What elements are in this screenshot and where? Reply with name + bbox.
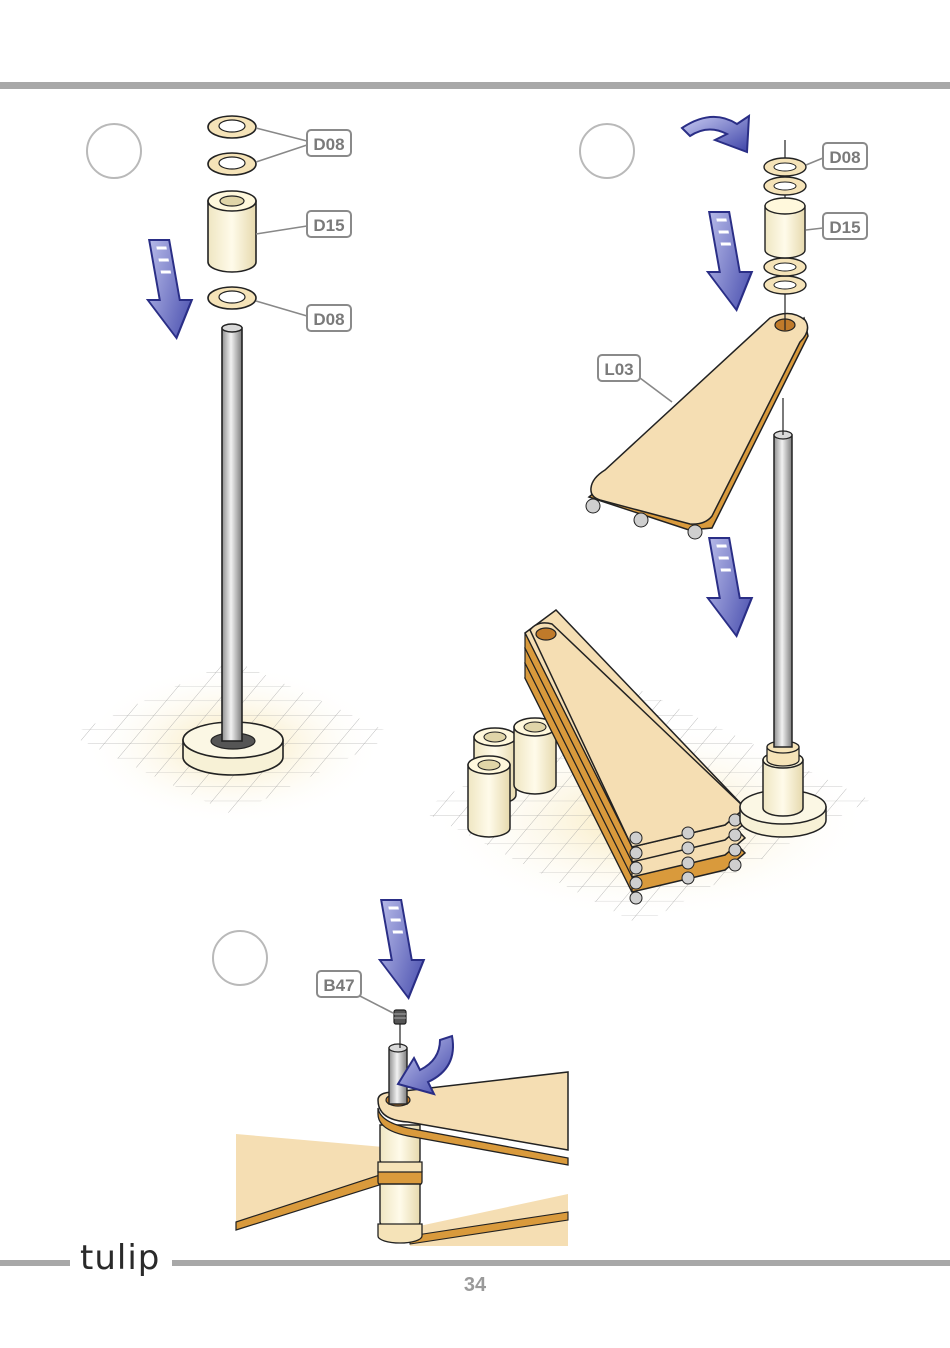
part-label-b47: B47 bbox=[317, 971, 361, 997]
svg-text:D08: D08 bbox=[313, 135, 344, 154]
part-label-l03: L03 bbox=[598, 355, 640, 381]
part-label-d08-c: D08 bbox=[823, 143, 867, 169]
arrow-down-icon bbox=[369, 900, 430, 998]
bottom-rule-left bbox=[0, 1260, 70, 1266]
step-2-exploded-stack bbox=[764, 140, 806, 330]
svg-text:D15: D15 bbox=[829, 218, 860, 237]
svg-text:D08: D08 bbox=[313, 310, 344, 329]
step-1-number-circle bbox=[87, 124, 141, 178]
step-1-washer-lower bbox=[208, 287, 256, 309]
spare-spacer-2 bbox=[514, 718, 556, 794]
svg-text:L03: L03 bbox=[604, 360, 633, 379]
part-label-d08-b: D08 bbox=[307, 305, 351, 331]
arrow-down-icon bbox=[697, 212, 758, 310]
step-3-leader-lines bbox=[358, 995, 393, 1013]
step-1-leader-lines bbox=[256, 128, 307, 316]
spare-spacer-3 bbox=[468, 756, 510, 837]
brand-logo: tulip bbox=[80, 1238, 160, 1278]
part-label-d15-a: D15 bbox=[307, 211, 351, 237]
step-1-washer-middle bbox=[208, 153, 256, 175]
bottom-rule-right bbox=[172, 1260, 950, 1266]
step-3-number-circle bbox=[213, 931, 267, 985]
step-3: B47 bbox=[213, 900, 568, 1246]
step-3-detail-view bbox=[236, 1010, 568, 1246]
step-2-number-circle bbox=[580, 124, 634, 178]
step-1-washer-upper bbox=[208, 116, 256, 138]
svg-text:D08: D08 bbox=[829, 148, 860, 167]
rotate-arrow-icon bbox=[682, 116, 749, 152]
page-number: 34 bbox=[0, 1274, 950, 1297]
svg-text:D15: D15 bbox=[313, 216, 344, 235]
svg-text:B47: B47 bbox=[323, 976, 354, 995]
step-2-rod bbox=[774, 398, 792, 747]
step-1-spacer bbox=[208, 191, 256, 272]
step-2: D08 D15 L03 bbox=[420, 116, 870, 925]
part-label-d15-b: D15 bbox=[823, 213, 867, 239]
part-label-d08-a: D08 bbox=[307, 130, 351, 156]
arrow-down-icon bbox=[137, 240, 198, 338]
step-1-rod bbox=[222, 324, 242, 741]
step-1: D08 D15 D08 bbox=[70, 116, 395, 825]
arrow-down-icon bbox=[697, 538, 758, 636]
